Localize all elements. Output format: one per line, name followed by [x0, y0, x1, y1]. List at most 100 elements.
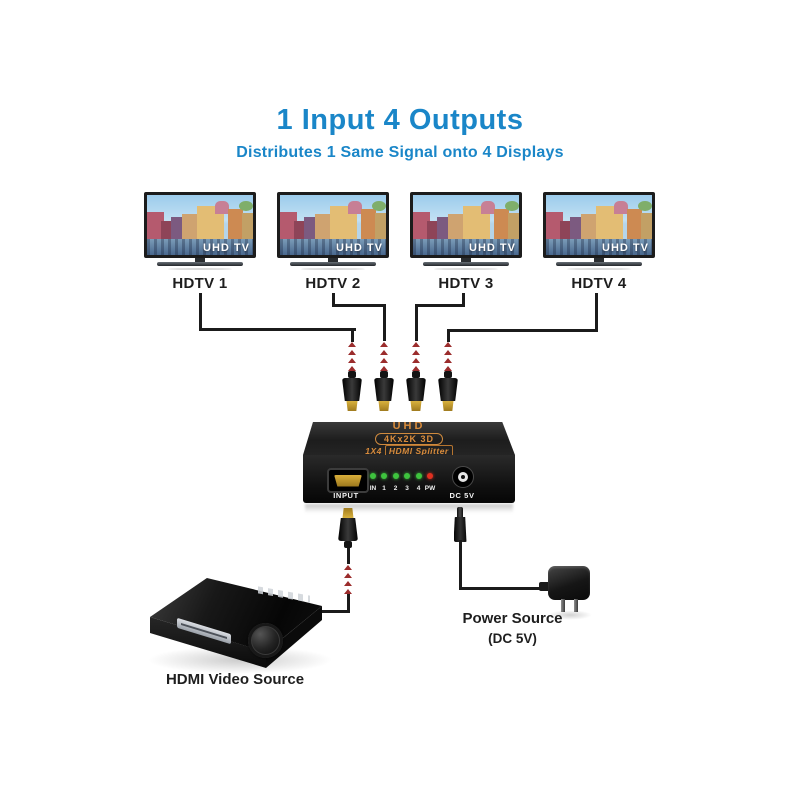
tv-scene-building	[570, 217, 583, 241]
tv-scene-building	[437, 217, 450, 241]
cable-segment	[461, 293, 465, 307]
tv-stand-base	[556, 262, 642, 266]
adapter-prong	[574, 599, 578, 612]
led-4	[415, 473, 422, 479]
tv-scene-building	[447, 213, 464, 241]
arrow-up-icon	[412, 358, 420, 363]
cable-segment	[331, 293, 335, 307]
arrow-up-icon	[344, 573, 352, 578]
tv-scene-building	[641, 213, 652, 240]
tv-stand-neck	[328, 257, 338, 262]
tv-scene-building	[227, 209, 244, 240]
page-title: 1 Input 4 Outputs	[276, 104, 524, 136]
cable-segment	[594, 293, 598, 331]
plug-strain-relief	[444, 371, 452, 378]
hdmi-plug-icon	[338, 508, 358, 548]
tv-scene-trees	[372, 201, 386, 212]
tv-scene-building	[559, 221, 572, 241]
tv-screen-watermark: UHD TV	[469, 242, 516, 254]
plug-body	[338, 518, 358, 541]
cable-segment	[446, 328, 450, 342]
splitter-brand: UHD	[392, 420, 426, 432]
tv-stand-base	[423, 262, 509, 266]
hdmi-plug-icon	[438, 371, 458, 411]
cable-segment	[198, 293, 202, 330]
power-adapter	[548, 566, 590, 600]
led-3	[404, 473, 410, 479]
arrow-up-icon	[380, 350, 388, 355]
led-2	[392, 473, 399, 479]
signal-direction-arrows	[344, 565, 352, 594]
tv-reflection	[301, 268, 365, 270]
tv-screen: UHD TV	[277, 192, 389, 258]
plug-strain-relief	[344, 541, 352, 548]
cable-segment	[382, 304, 386, 341]
led-label: 4	[416, 485, 421, 492]
tv-scene-building	[160, 221, 173, 241]
tv-scene-building	[360, 209, 377, 240]
plug-strain-relief	[380, 371, 388, 378]
tv-scene-building	[580, 213, 597, 241]
plug-strain-relief	[348, 371, 356, 378]
arrow-up-icon	[348, 350, 356, 355]
tv-scene-building	[626, 209, 643, 240]
arrow-up-icon	[344, 581, 352, 586]
tv-reflection	[434, 268, 498, 270]
tv-hdtv-1: UHD TV HDTV 1	[144, 192, 256, 292]
cable-segment	[198, 327, 356, 331]
source-label: HDMI Video Source	[165, 671, 305, 688]
tv-screen: UHD TV	[410, 192, 522, 258]
hdmi-port-contacts	[334, 474, 362, 487]
tv-scene-trees	[638, 201, 652, 212]
tv-scene-water	[546, 239, 652, 255]
arrow-up-icon	[344, 565, 352, 570]
arrow-up-icon	[344, 589, 352, 594]
plug-body	[406, 378, 426, 401]
tv-scene-building	[171, 217, 184, 241]
tv-hdtv-3: UHD TV HDTV 3	[410, 192, 522, 292]
tv-screen-watermark: UHD TV	[203, 242, 250, 254]
hdmi-plug-icon	[374, 371, 394, 411]
tv-scene-building	[375, 213, 386, 240]
jog-dial	[248, 623, 283, 658]
led-pw	[427, 473, 433, 479]
tv-scene-dome	[347, 201, 362, 215]
tv-scene-building	[413, 211, 430, 240]
arrow-up-icon	[444, 350, 452, 355]
dc-jack-pin-hole	[461, 475, 465, 479]
tv-scene-building	[293, 221, 306, 241]
tv-scene-dome	[480, 201, 495, 215]
tv-stand-neck	[594, 257, 604, 262]
tv-scene-water	[413, 239, 519, 255]
splitter-spec-badge: 4Kx2K 3D	[374, 433, 444, 445]
signal-direction-arrows	[380, 342, 388, 371]
tv-label: HDTV 1	[172, 275, 228, 292]
cable-segment	[458, 587, 541, 590]
tv-scene-building	[508, 213, 519, 240]
arrow-up-icon	[380, 366, 388, 371]
tv-scene-dome	[613, 201, 628, 215]
cable-segment	[446, 328, 598, 332]
arrow-up-icon	[412, 350, 420, 355]
dc-power-jack	[452, 466, 474, 488]
tv-scene-building	[304, 217, 317, 241]
arrow-up-icon	[348, 366, 356, 371]
adapter-shadow	[548, 610, 592, 620]
hdmi-input-port	[327, 468, 369, 493]
dc-plug-base	[453, 517, 467, 542]
tv-label: HDTV 3	[438, 275, 494, 292]
cable-segment	[346, 594, 350, 613]
dc-plug-barrel	[457, 507, 463, 517]
tv-stand-base	[157, 262, 243, 266]
arrow-up-icon	[348, 342, 356, 347]
tv-screen: UHD TV	[144, 192, 256, 258]
signal-direction-arrows	[348, 342, 356, 371]
cable-segment	[414, 304, 465, 307]
plug-body	[438, 378, 458, 401]
led-label: IN	[369, 485, 377, 492]
dc-port-label: DC 5V	[449, 491, 475, 500]
tv-scene-building	[147, 211, 164, 240]
arrow-up-icon	[348, 358, 356, 363]
plug-gold-connector	[378, 401, 390, 411]
